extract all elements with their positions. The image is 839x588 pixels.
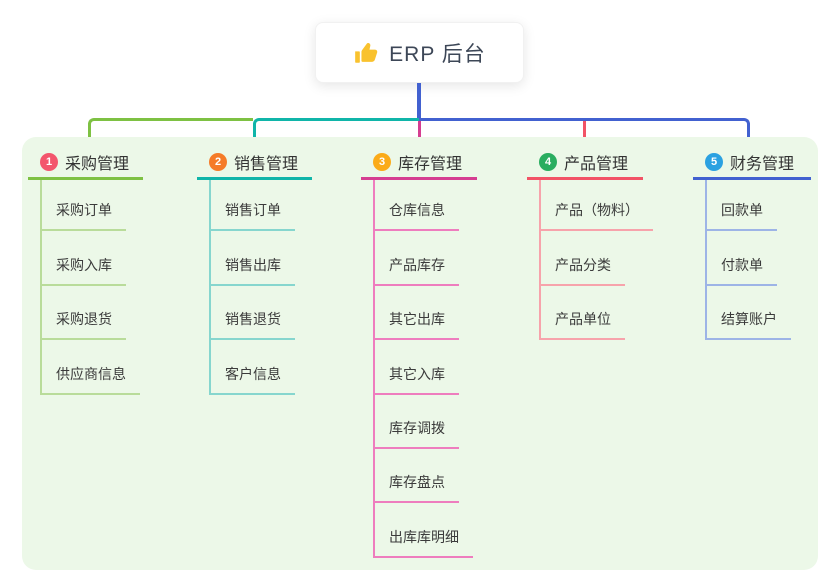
branch-items: 销售订单销售出库销售退货客户信息 xyxy=(197,177,312,395)
leaf-node[interactable]: 销售出库 xyxy=(209,255,295,286)
leaf-node[interactable]: 客户信息 xyxy=(209,364,295,395)
leaf-row: 供应商信息 xyxy=(28,340,143,395)
branch-header[interactable]: 2 销售管理 xyxy=(197,147,312,180)
leaf-node[interactable]: 回款单 xyxy=(705,200,777,232)
branch-header[interactable]: 3 库存管理 xyxy=(361,147,477,180)
branch-items: 采购订单采购入库采购退货供应商信息 xyxy=(28,177,143,395)
leaf-row: 结算账户 xyxy=(693,286,811,341)
leaf-node[interactable]: 仓库信息 xyxy=(373,200,459,232)
branch-header[interactable]: 5 财务管理 xyxy=(693,147,811,180)
leaf-row: 仓库信息 xyxy=(361,177,477,232)
leaf-node[interactable]: 采购订单 xyxy=(40,200,126,232)
leaf-row: 销售退货 xyxy=(197,286,312,341)
leaf-node[interactable]: 其它出库 xyxy=(373,309,459,341)
leaf-node[interactable]: 供应商信息 xyxy=(40,364,140,395)
leaf-row: 采购订单 xyxy=(28,177,143,232)
leaf-row: 付款单 xyxy=(693,231,811,286)
branch-number-badge: 2 xyxy=(209,153,227,171)
leaf-node[interactable]: 产品单位 xyxy=(539,309,625,341)
branch-column-2: 2 销售管理 销售订单销售出库销售退货客户信息 xyxy=(197,147,312,395)
leaf-row: 其它出库 xyxy=(361,286,477,341)
branch-column-4: 4 产品管理 产品（物料） 产品分类产品单位 xyxy=(527,147,653,341)
branch-column-5: 5 财务管理 回款单付款单结算账户 xyxy=(693,147,811,341)
connector-branch-1 xyxy=(88,118,253,142)
root-node[interactable]: ERP 后台 xyxy=(315,22,524,83)
branch-connector-line xyxy=(539,180,541,341)
leaf-row: 其它入库 xyxy=(361,340,477,395)
branch-connector-line xyxy=(373,180,375,558)
leaf-node[interactable]: 产品分类 xyxy=(539,255,625,286)
leaf-node[interactable]: 出库库明细 xyxy=(373,527,473,558)
thumbs-up-icon xyxy=(353,40,379,66)
leaf-node[interactable]: 其它入库 xyxy=(373,364,459,395)
connector-branch-4 xyxy=(583,121,586,142)
leaf-row: 销售出库 xyxy=(197,231,312,286)
leaf-row: 产品分类 xyxy=(527,231,643,286)
branch-title: 产品管理 xyxy=(564,156,629,173)
branch-connector-line xyxy=(705,180,707,341)
leaf-row: 客户信息 xyxy=(197,340,312,395)
branches-panel xyxy=(22,137,818,570)
root-stem-connector xyxy=(417,83,421,121)
leaf-node[interactable]: 产品库存 xyxy=(373,255,459,286)
branch-items: 仓库信息产品库存其它出库其它入库库存调拨库存盘点出库库明细 xyxy=(361,177,477,558)
leaf-row: 库存盘点 xyxy=(361,449,477,504)
leaf-node[interactable]: 产品（物料） xyxy=(539,200,653,232)
branch-header[interactable]: 1 采购管理 xyxy=(28,147,143,180)
leaf-node[interactable]: 库存盘点 xyxy=(373,472,459,504)
leaf-row: 库存调拨 xyxy=(361,395,477,449)
leaf-node[interactable]: 采购入库 xyxy=(40,255,126,286)
leaf-row: 产品库存 xyxy=(361,231,477,286)
leaf-node[interactable]: 付款单 xyxy=(705,255,777,286)
branch-header[interactable]: 4 产品管理 xyxy=(527,147,643,180)
leaf-row: 产品单位 xyxy=(527,286,643,341)
branch-items: 回款单付款单结算账户 xyxy=(693,177,811,341)
leaf-row: 采购退货 xyxy=(28,286,143,341)
branch-title: 库存管理 xyxy=(398,156,463,173)
branch-number-badge: 4 xyxy=(539,153,557,171)
leaf-node[interactable]: 结算账户 xyxy=(705,309,791,341)
leaf-row: 销售订单 xyxy=(197,177,312,232)
leaf-row: 采购入库 xyxy=(28,231,143,286)
leaf-node[interactable]: 销售订单 xyxy=(209,200,295,232)
leaf-row: 产品（物料） xyxy=(527,177,653,232)
branch-column-1: 1 采购管理 采购订单采购入库采购退货供应商信息 xyxy=(28,147,143,395)
branch-title: 采购管理 xyxy=(65,156,130,173)
connector-branch-5 xyxy=(419,118,750,143)
leaf-row: 回款单 xyxy=(693,177,811,232)
branch-column-3: 3 库存管理 仓库信息产品库存其它出库其它入库库存调拨库存盘点出库库明细 xyxy=(361,147,477,558)
leaf-node[interactable]: 销售退货 xyxy=(209,309,295,341)
branch-connector-line xyxy=(40,180,42,395)
branch-title: 销售管理 xyxy=(234,156,299,173)
branch-items: 产品（物料） 产品分类产品单位 xyxy=(527,177,653,341)
branch-number-badge: 5 xyxy=(705,153,723,171)
branch-title: 财务管理 xyxy=(730,156,795,173)
leaf-node[interactable]: 库存调拨 xyxy=(373,418,459,449)
leaf-row: 出库库明细 xyxy=(361,503,477,558)
branch-number-badge: 1 xyxy=(40,153,58,171)
leaf-node[interactable]: 采购退货 xyxy=(40,309,126,341)
branch-number-badge: 3 xyxy=(373,153,391,171)
branch-connector-line xyxy=(209,180,211,395)
connector-branch-3 xyxy=(418,121,421,143)
connector-branch-2 xyxy=(253,118,419,142)
root-title: ERP 后台 xyxy=(389,42,486,66)
